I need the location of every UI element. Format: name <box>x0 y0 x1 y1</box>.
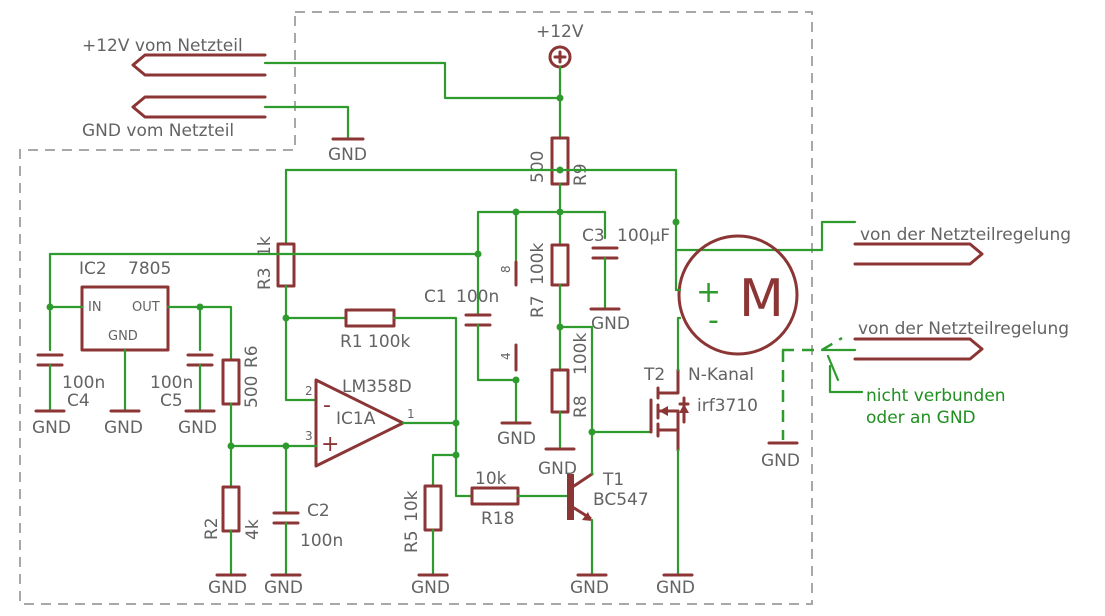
plus12v-label: +12V <box>536 22 584 42</box>
gnd-label-c2: GND <box>264 578 303 598</box>
output-reg2-label: von der Netzteilregelung <box>858 319 1069 339</box>
gnd-label-r5: GND <box>411 578 450 598</box>
pin-8-label: 8 <box>499 265 513 273</box>
resistor-r18: 10k R18 <box>470 469 520 529</box>
capacitor-c1: C1 100n <box>424 287 499 327</box>
r1-value: 100k <box>368 332 410 352</box>
c4-name: C4 <box>67 391 90 411</box>
ic2-out: OUT <box>132 300 160 315</box>
resistor-r3: R3 1k <box>255 236 296 290</box>
output-reg1-connector: von der Netzteilregelung <box>853 225 1071 266</box>
gnd-label-c5: GND <box>178 418 217 438</box>
output-reg2-connector: von der Netzteilregelung <box>853 319 1069 361</box>
resistor-r7: R7 100k <box>528 243 570 318</box>
c3-value: 100µF <box>617 226 670 246</box>
r5-value: 10k <box>402 490 422 522</box>
t1-name: T1 <box>602 470 624 490</box>
resistor-r1: R1 100k <box>340 308 410 352</box>
motor-label: M <box>739 269 784 329</box>
gnd-label-ic1: GND <box>497 429 536 449</box>
c2-name: C2 <box>307 501 330 521</box>
t1-value: BC547 <box>593 490 649 510</box>
r2-value: 4k <box>243 519 263 540</box>
r6-name: R6 <box>242 345 262 368</box>
ic2-gnd: GND <box>108 329 138 344</box>
c3-name: C3 <box>582 226 605 246</box>
junctions <box>46 94 680 459</box>
ic2-in: IN <box>88 300 102 315</box>
r7-name: R7 <box>528 295 548 318</box>
c1-name: C1 <box>424 287 447 307</box>
transistor-t1: T1 BC547 <box>567 470 649 521</box>
input-gnd-label: GND vom Netzteil <box>82 121 234 141</box>
pin-3-label: 3 <box>305 429 313 443</box>
r18-value: 10k <box>475 469 507 489</box>
gnd-label-c4: GND <box>32 418 71 438</box>
r18-name: R18 <box>481 509 514 529</box>
r8-name: R8 <box>571 395 591 418</box>
note-line1: nicht verbunden <box>866 386 1006 406</box>
r9-name: R9 <box>571 163 591 186</box>
pin-2-label: 2 <box>305 384 313 398</box>
resistor-r6: R6 500 <box>221 345 262 408</box>
ic1-value: LM358D <box>342 377 412 397</box>
c1-value: 100n <box>456 287 499 307</box>
pin-4-label: 4 <box>499 352 513 360</box>
gnd-label-ic2: GND <box>104 418 143 438</box>
gnd-label-t1: GND <box>570 578 609 598</box>
note-line2: oder an GND <box>866 408 976 428</box>
motor-m: M + - <box>677 234 799 356</box>
r6-value: 500 <box>242 376 262 408</box>
regulator-ic2: IC2 7805 IN OUT GND <box>79 259 171 352</box>
t2-value: irf3710 <box>697 396 758 416</box>
c4-value: 100n <box>62 373 105 393</box>
pin-1-label: 1 <box>407 407 415 421</box>
capacitor-c4: C4 100n <box>36 353 105 411</box>
mosfet-t2: T2 N-Kanal irf3710 <box>643 365 758 452</box>
motor-minus: - <box>708 303 719 338</box>
input-12v-label: +12V vom Netzteil <box>82 36 243 56</box>
gnd-label-motor: GND <box>761 451 800 471</box>
r5-name: R5 <box>402 530 422 553</box>
c5-name: C5 <box>160 391 183 411</box>
t2-name: T2 <box>643 365 665 385</box>
resistor-r5: R5 10k <box>402 484 443 553</box>
gnd-label-input: GND <box>328 145 367 165</box>
gnd-label-c3: GND <box>591 314 630 334</box>
resistor-r2: R2 4k <box>202 485 263 540</box>
r1-name: R1 <box>340 332 363 352</box>
c2-value: 100n <box>300 531 343 551</box>
r3-name: R3 <box>255 267 275 290</box>
t2-type: N-Kanal <box>688 365 754 385</box>
plus12v-supply: +12V <box>536 22 584 69</box>
board-outline <box>19 11 813 605</box>
r2-name: R2 <box>202 517 222 540</box>
opamp-plus: + <box>321 432 339 457</box>
ic1-name: IC1A <box>336 409 376 429</box>
r8-value: 100k <box>571 333 591 375</box>
gnd-label-r2: GND <box>208 578 247 598</box>
r7-value: 100k <box>528 243 548 285</box>
r9-value: 500 <box>528 151 548 183</box>
input-gnd-connector: GND vom Netzteil <box>82 95 267 141</box>
motor-plus: + <box>696 275 721 310</box>
opamp-ic1a: - + IC1A LM358D 2 3 1 <box>305 377 415 468</box>
output-reg1-label: von der Netzteilregelung <box>860 225 1071 245</box>
resistor-r8: 100k R8 <box>550 333 591 418</box>
gnd-label-t2: GND <box>656 578 695 598</box>
capacitor-c2: C2 100n <box>272 501 343 551</box>
r3-value: 1k <box>255 236 275 257</box>
ic2-name: IC2 <box>79 259 107 279</box>
opamp-minus: - <box>323 393 331 418</box>
capacitor-c5: C5 100n <box>150 353 214 411</box>
c5-value: 100n <box>150 373 193 393</box>
capacitor-c3: C3 100µF <box>582 226 670 260</box>
ic2-value: 7805 <box>128 259 171 279</box>
input-12v-connector: +12V vom Netzteil <box>82 36 267 77</box>
resistor-r9: 500 R9 <box>528 136 591 186</box>
